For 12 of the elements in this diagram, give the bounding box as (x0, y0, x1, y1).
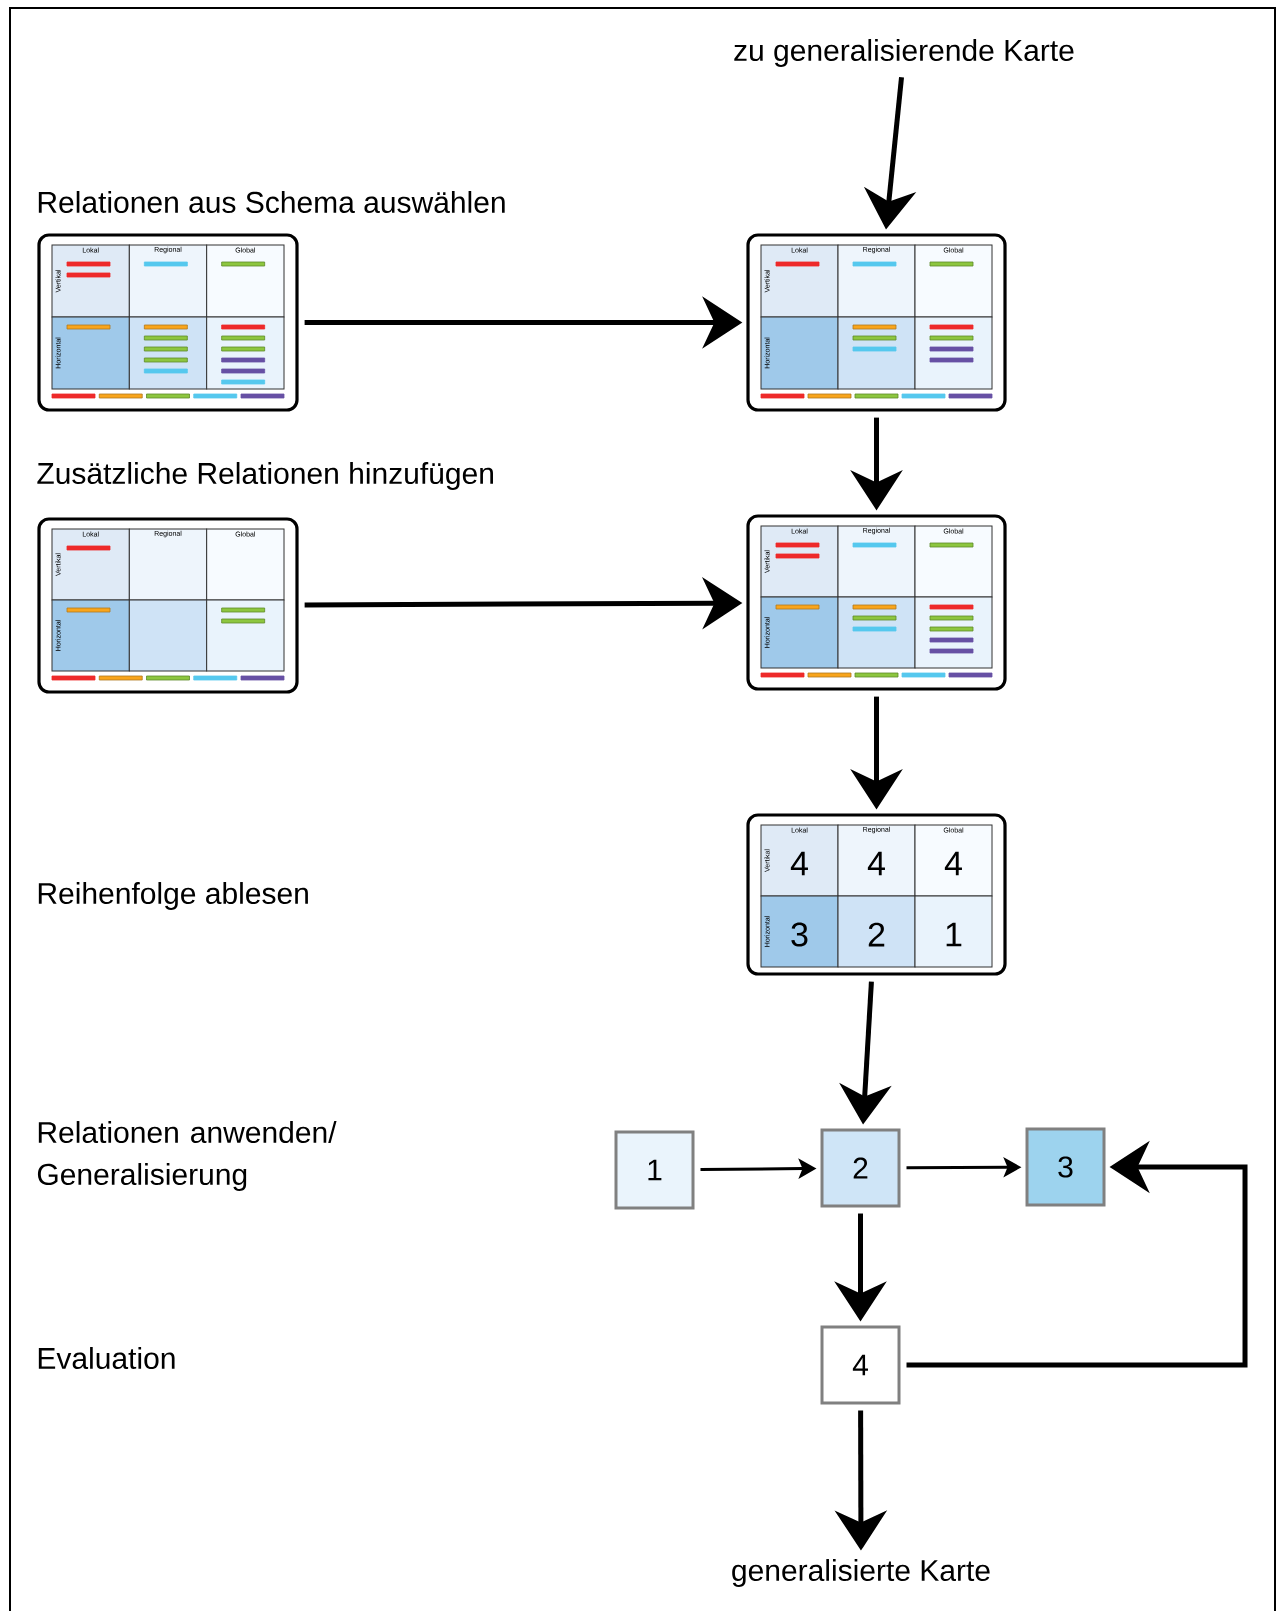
step-box: 2 (820, 1128, 901, 1208)
heading-text: zu generalisierende Karte (734, 39, 1074, 67)
step-label: Evaluation (38, 1347, 175, 1369)
step-box: 1 (614, 1130, 695, 1210)
step-box: 3 (1025, 1127, 1106, 1207)
table-cell: 2 (837, 895, 916, 968)
step-label: Relationen anwenden/ Generalisierung (37, 1121, 337, 1191)
step-label: Zusätzliche Relationen hinzufügen (37, 462, 493, 490)
step-label: Reihenfolge ablesen (38, 882, 308, 910)
table-cell: 1 (914, 895, 993, 968)
step-box: 4 (820, 1325, 901, 1405)
heading-text: generalisierte Karte (732, 1559, 990, 1587)
